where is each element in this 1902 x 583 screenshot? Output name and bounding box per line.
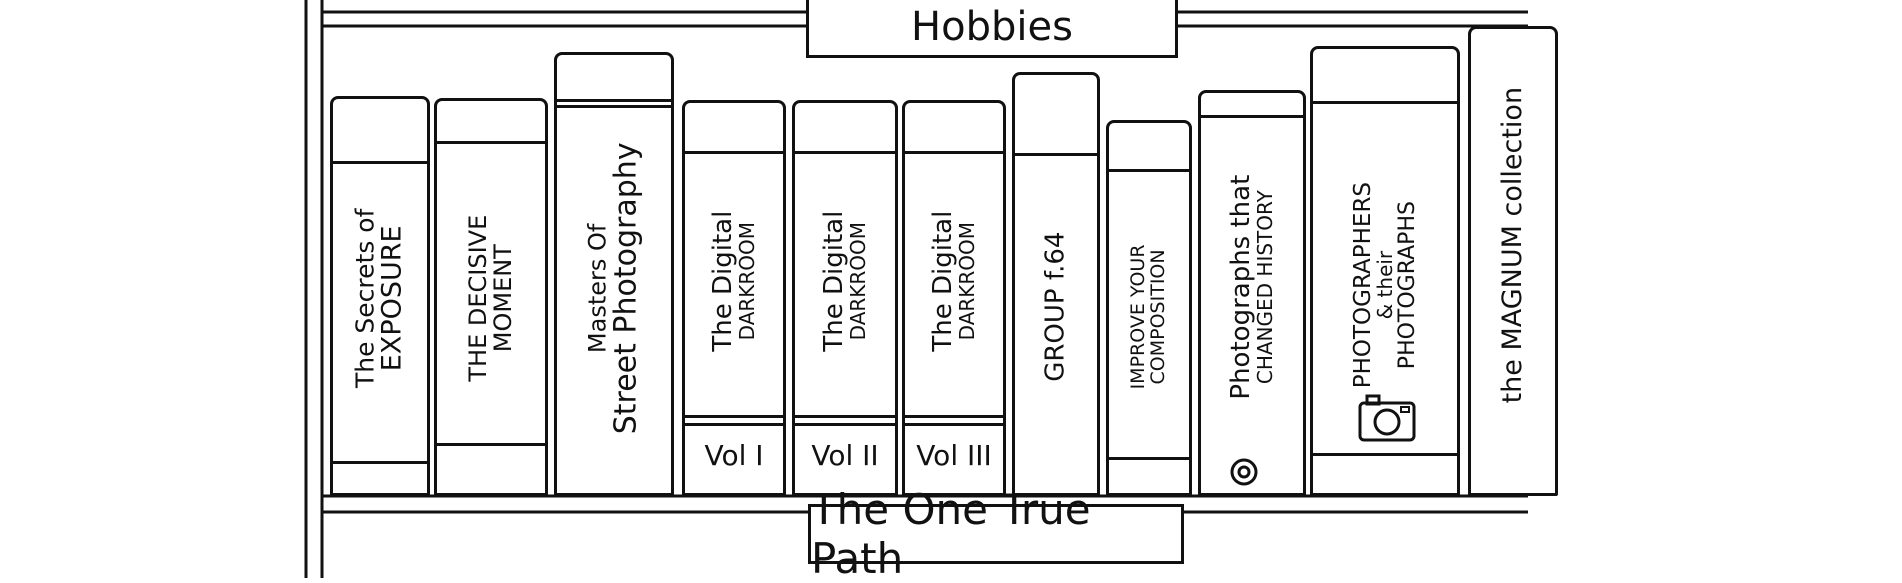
book-band (685, 423, 783, 426)
book-digital-darkroom-vol-2: The Digital DARKROOM Vol II (792, 100, 898, 496)
book-band (1109, 457, 1189, 460)
book-spine-title: Masters Of Street Photography (583, 118, 644, 458)
book-digital-darkroom-vol-3: The Digital DARKROOM Vol III (902, 100, 1006, 496)
book-band (557, 105, 671, 108)
book-band (333, 461, 427, 464)
book-title-line: The Secrets of (350, 208, 380, 389)
book-masters-of-street-photography: Masters Of Street Photography (554, 52, 674, 496)
book-spine-title: The Secrets of EXPOSURE (350, 168, 408, 428)
book-band (437, 141, 545, 144)
book-band (1201, 115, 1303, 118)
book-volume-label: Vol III (916, 439, 992, 472)
hobbies-label: Hobbies (806, 0, 1178, 58)
book-title-line: The Digital (818, 210, 849, 352)
book-spine-title: PHOTOGRAPHERS & their PHOTOGRAPHS (1349, 135, 1421, 435)
book-band (795, 415, 895, 418)
book-photographers-and-their-photographs: PHOTOGRAPHERS & their PHOTOGRAPHS (1310, 46, 1460, 496)
book-title-line: DARKROOM (955, 221, 980, 341)
book-spine-title: GROUP f.64 (1040, 207, 1071, 407)
book-the-magnum-collection: the MAGNUM collection (1468, 26, 1558, 496)
book-title-line: The Digital (707, 210, 738, 352)
book-spine-title: the MAGNUM collection (1496, 65, 1528, 425)
book-title-line: CHANGED HISTORY (1253, 190, 1278, 385)
book-band (1313, 453, 1457, 456)
book-spine-title: IMPROVE YOUR COMPOSITION (1127, 207, 1169, 427)
book-title-line: GROUP f.64 (1040, 231, 1071, 382)
book-volume-label: Vol II (811, 439, 879, 472)
book-band (905, 151, 1003, 154)
book-title-line: PHOTOGRAPHS (1395, 201, 1421, 370)
book-secrets-of-exposure: The Secrets of EXPOSURE (330, 96, 430, 496)
book-band (1313, 101, 1457, 104)
book-title-line: MOMENT (489, 244, 517, 353)
book-title-line: PHOTOGRAPHERS (1349, 181, 1376, 389)
book-band (437, 443, 545, 446)
book-digital-darkroom-vol-1: The Digital DARKROOM Vol I (682, 100, 786, 496)
book-band (1015, 153, 1097, 156)
the-one-true-path-label: The One True Path (808, 485, 1184, 583)
book-the-decisive-moment: THE DECISIVE MOMENT (434, 98, 548, 496)
book-title-line: IMPROVE YOUR (1127, 244, 1150, 390)
book-volume-label: Vol I (704, 439, 764, 472)
book-spine-title: The Digital DARKROOM (927, 171, 980, 391)
eye-circle-icon (1230, 458, 1258, 486)
book-band (685, 151, 783, 154)
book-spine-title: THE DECISIVE MOMENT (463, 168, 517, 428)
book-group-f64: GROUP f.64 (1012, 72, 1100, 496)
book-band (905, 423, 1003, 426)
book-title-line: EXPOSURE (376, 225, 408, 372)
book-title-line: THE DECISIVE (463, 214, 492, 382)
book-band (685, 415, 783, 418)
book-band (1109, 169, 1189, 172)
book-title-line: Masters Of (583, 223, 612, 354)
camera-icon (1358, 394, 1416, 442)
book-spine-title: The Digital DARKROOM (707, 171, 760, 391)
book-title-line: Photographs that (1225, 174, 1256, 400)
book-spine-title: Photographs that CHANGED HISTORY (1225, 137, 1278, 437)
book-title-line: DARKROOM (735, 221, 760, 341)
book-band (557, 99, 671, 102)
book-title-line: DARKROOM (846, 221, 871, 341)
book-photographs-that-changed-history: Photographs that CHANGED HISTORY (1198, 90, 1306, 496)
book-band (795, 423, 895, 426)
book-band (905, 415, 1003, 418)
book-title-line: the MAGNUM collection (1496, 86, 1528, 404)
book-band (795, 151, 895, 154)
book-improve-your-composition: IMPROVE YOUR COMPOSITION (1106, 120, 1192, 496)
book-band (333, 161, 427, 164)
book-spine-title: The Digital DARKROOM (818, 171, 871, 391)
book-title-line: COMPOSITION (1147, 249, 1169, 385)
book-title-line: The Digital (927, 210, 958, 352)
book-title-line: Street Photography (608, 142, 644, 435)
book-title-line: & their (1373, 250, 1398, 320)
